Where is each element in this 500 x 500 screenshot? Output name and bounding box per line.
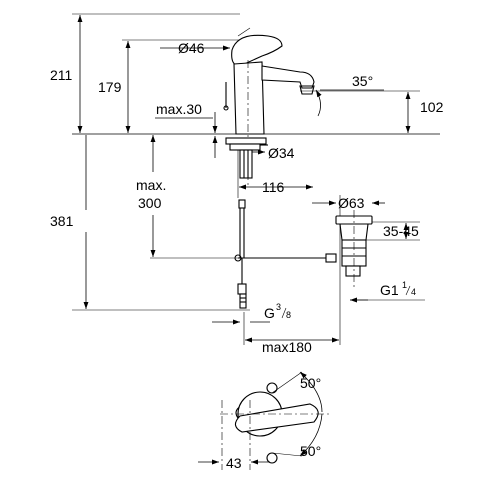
label-base-diameter: Ø34 [268,145,295,161]
label-lever-angle-bottom: 50° [300,443,321,459]
label-total-height: 211 [50,67,73,83]
label-lever-diameter: Ø46 [178,40,205,56]
faucet-side-view [223,27,315,186]
label-deck-thickness: max.30 [156,101,202,117]
label-drain-height-line1: max. [136,177,166,193]
label-hose-thread-den: 8 [286,310,291,320]
label-outlet-height: 102 [420,99,444,115]
label-waste-thread-num: 1 [402,280,407,290]
label-hose-thread: G 3 8 [264,302,291,321]
label-overall-below-deck: 381 [50,213,74,229]
label-spout-angle: 35° [352,73,373,89]
waste-assembly [234,199,373,309]
label-waste-thread-den: 4 [411,287,416,297]
label-waste-range: 35-45 [383,223,419,239]
lever-top-view [220,371,330,470]
label-max-reach: max180 [262,339,312,355]
label-waste-thread-main: G1 [380,282,399,298]
label-waste-diameter: Ø63 [338,195,365,211]
label-tail-spacing: 116 [262,179,285,195]
label-waste-thread: G1 1 4 [380,280,416,298]
label-hose-thread-num: 3 [276,302,281,312]
label-lever-offset: 43 [226,455,242,471]
dimension-lines [77,15,411,465]
dimension-labels: 211 179 Ø46 35° 102 max.30 Ø34 116 max. … [50,40,444,471]
label-lever-angle-top: 50° [300,375,321,391]
label-drain-height-line2: 300 [138,195,162,211]
label-hose-thread-main: G [264,305,275,321]
label-spout-height: 179 [98,79,122,95]
